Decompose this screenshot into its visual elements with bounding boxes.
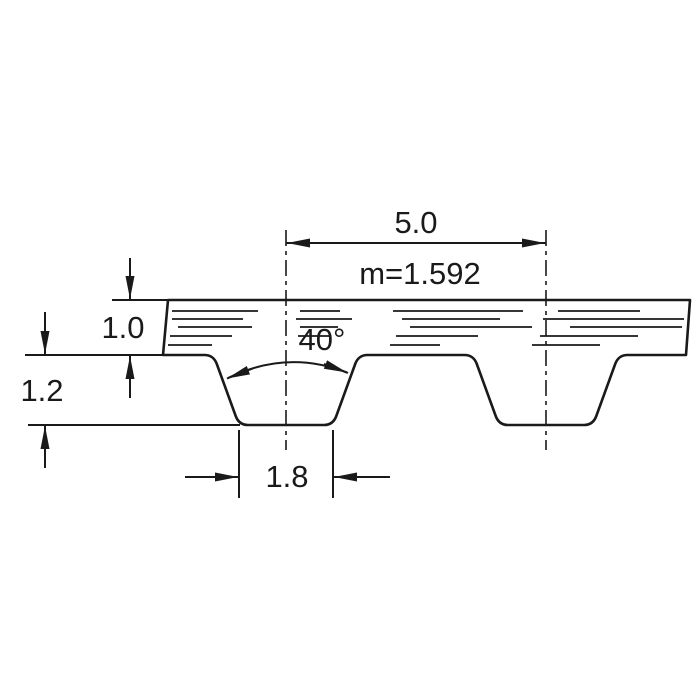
belt-thickness-label: 1.0 — [101, 310, 144, 345]
pitch-dimension: 5.0 m=1.592 — [286, 205, 546, 291]
tooth-width-label: 1.8 — [265, 459, 308, 494]
tooth-angle-label: 40° — [299, 322, 346, 357]
tension-cord-lines — [168, 310, 684, 346]
tooth-height-dimension: 1.2 — [20, 312, 240, 468]
belt-profile — [161, 298, 692, 427]
tooth-width-dimension: 1.8 — [185, 430, 390, 498]
tooth-angle-dimension: 40° — [226, 322, 349, 380]
belt-thickness-dimension: 1.0 — [25, 258, 168, 398]
module-label: m=1.592 — [359, 256, 481, 291]
pitch-dimension-label: 5.0 — [394, 205, 437, 240]
tooth-height-label: 1.2 — [20, 373, 63, 408]
